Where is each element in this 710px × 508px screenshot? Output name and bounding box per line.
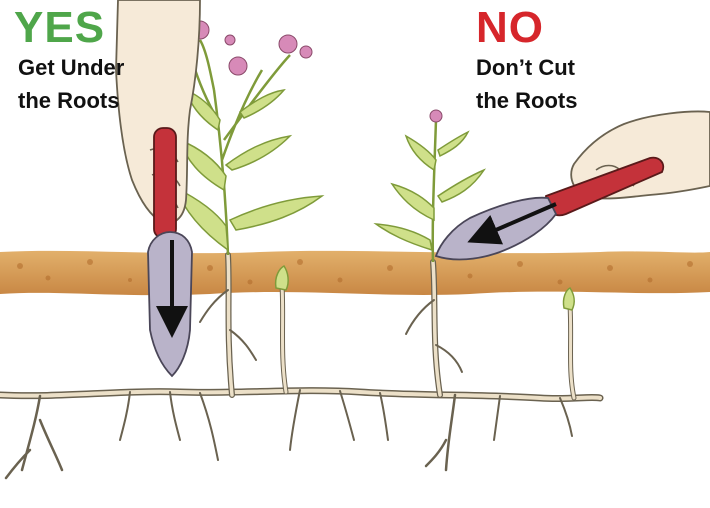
no-title: NO <box>476 6 544 50</box>
yes-caption-line2: the Roots <box>18 88 119 114</box>
soil-band <box>0 251 710 295</box>
root-icon <box>0 390 600 478</box>
trowel-icon <box>436 158 663 260</box>
no-caption-line1: Don’t Cut <box>476 55 575 81</box>
yes-caption-line1: Get Under <box>18 55 124 81</box>
no-caption-line2: the Roots <box>476 88 577 114</box>
yes-title: YES <box>14 6 105 50</box>
